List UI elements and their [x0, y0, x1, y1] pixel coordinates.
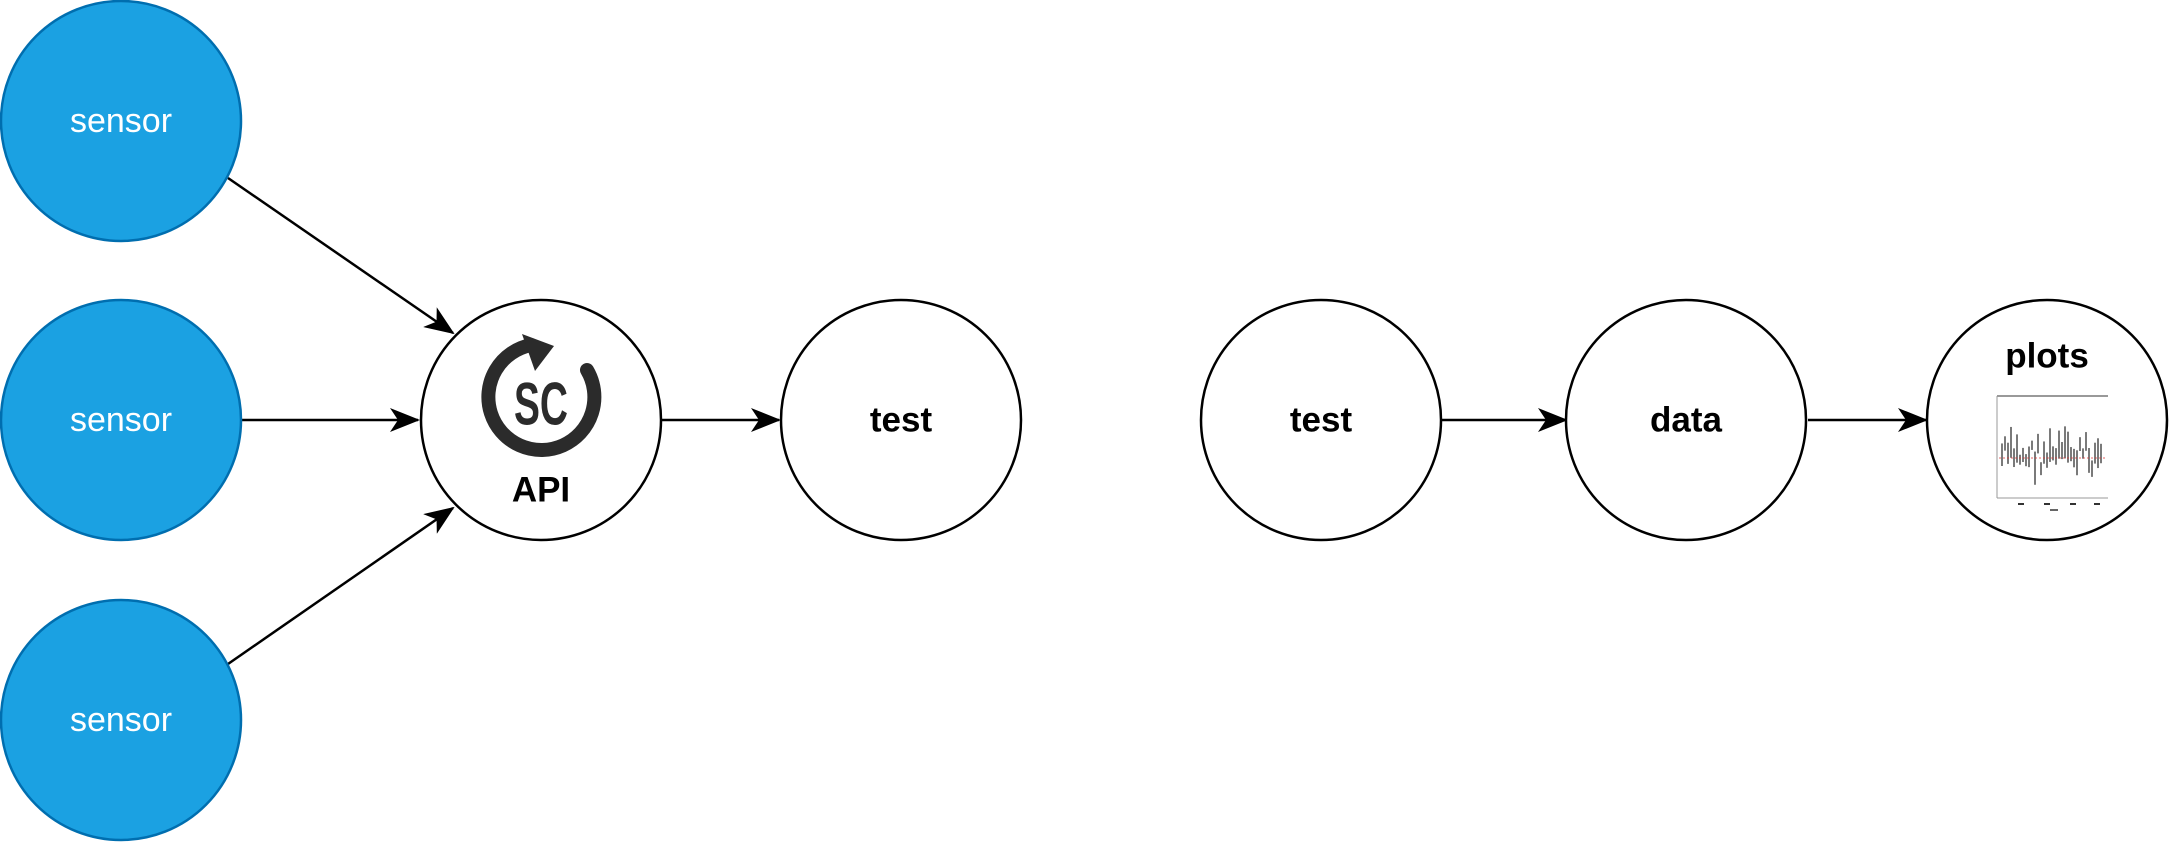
test-circle: [1199, 298, 1443, 542]
data-circle: [1564, 298, 1808, 542]
api-label: API: [512, 471, 570, 510]
plots-circle: [1925, 298, 2169, 542]
edge-sensor3-api: [227, 506, 455, 666]
sensor-circle: [0, 0, 243, 243]
sensor-node-3[interactable]: sensor: [0, 598, 243, 842]
edges: [227, 176, 1928, 666]
sensor-circle: [0, 598, 243, 842]
api-logo-text: SC: [514, 371, 568, 438]
api-node[interactable]: SC API: [419, 298, 663, 542]
api-circle: [419, 298, 663, 542]
edge-sensor1-api: [227, 176, 455, 335]
test-circle: [779, 298, 1023, 542]
data-node[interactable]: data: [1564, 298, 1808, 542]
sensor-node-1[interactable]: sensor: [0, 0, 243, 243]
test-label: test: [870, 401, 933, 440]
refresh-arrow-icon: [481, 334, 602, 457]
sensor-label: sensor: [70, 401, 172, 439]
plot-thumbnail-icon: [1996, 395, 2108, 511]
plots-label: plots: [2005, 337, 2089, 376]
test-node-2[interactable]: test: [1199, 298, 1443, 542]
sensor-label: sensor: [70, 701, 172, 739]
sensor-label: sensor: [70, 102, 172, 140]
test-node-1[interactable]: test: [779, 298, 1023, 542]
sensor-node-2[interactable]: sensor: [0, 298, 243, 542]
sensor-circle: [0, 298, 243, 542]
plots-node[interactable]: plots: [1925, 298, 2169, 542]
data-label: data: [1650, 401, 1723, 440]
test-label: test: [1290, 401, 1353, 440]
